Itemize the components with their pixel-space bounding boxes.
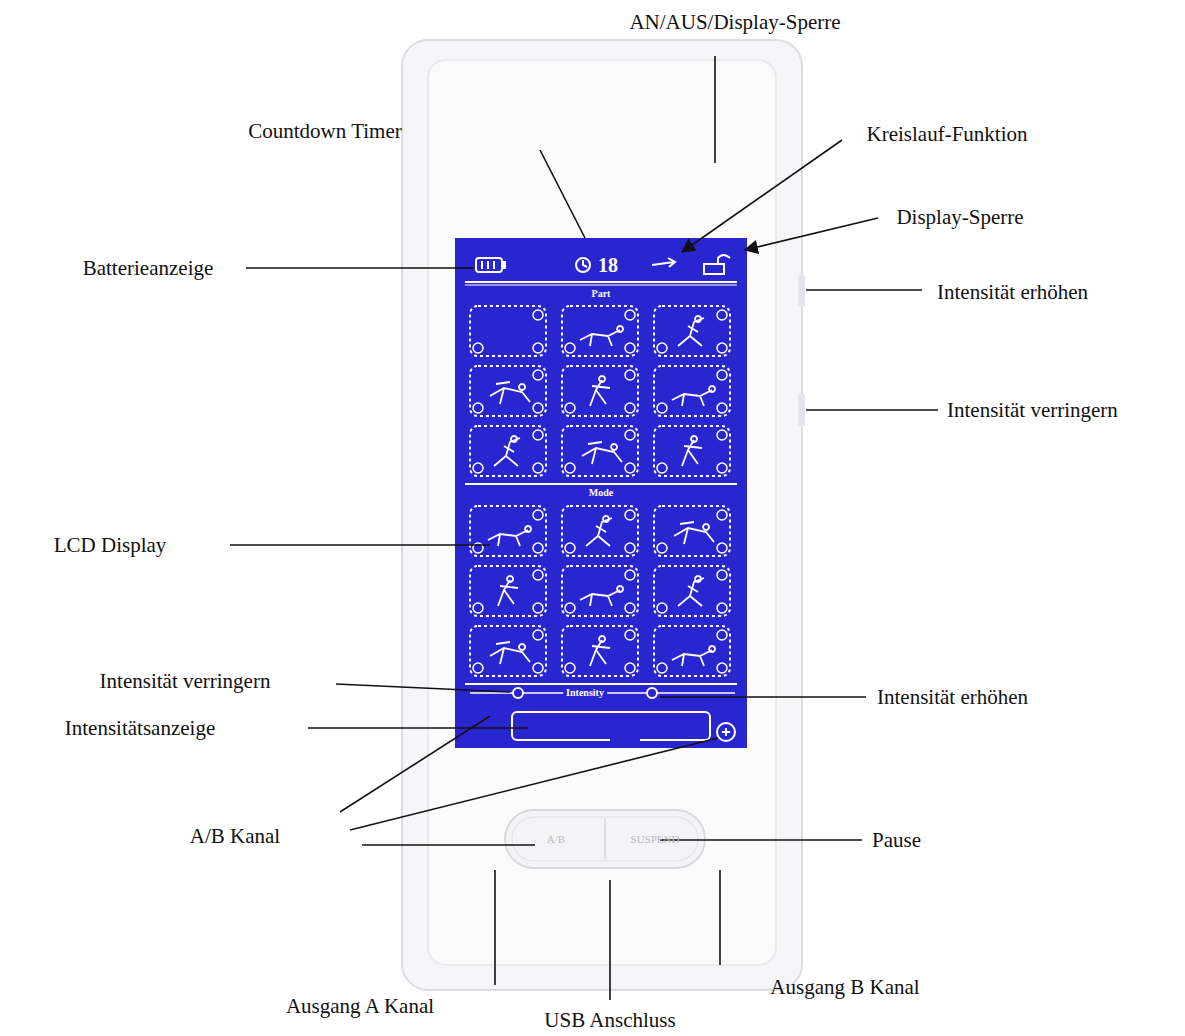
lock-callout: Display-Sperre — [894, 205, 1025, 229]
button-text: SUSPEND — [629, 833, 682, 846]
button-callout: Intensität verringern — [945, 398, 1120, 422]
control-button — [505, 810, 705, 868]
screen-caption: Intensity — [563, 687, 607, 699]
output-callout: Ausgang B Kanal — [768, 975, 921, 999]
cycle-callout: Kreislauf-Funktion — [865, 122, 1030, 146]
pause-callout: Pause — [870, 828, 923, 852]
indicator-callout: Intensitätsanzeige — [63, 716, 217, 740]
side-button — [798, 394, 805, 426]
device-front — [428, 60, 776, 965]
button-text: A/B — [545, 833, 567, 846]
timer-callout: Countdown Timer — [246, 119, 403, 143]
channel-callout: A/B Kanal — [188, 824, 282, 848]
screen-heading: Mode — [587, 487, 615, 499]
power-lock-callout: AN/AUS/Display-Sperre — [627, 10, 842, 34]
screen-callout: LCD Display — [52, 533, 169, 557]
device-housing — [402, 40, 802, 990]
button-callout: Intensität erhöhen — [935, 280, 1090, 304]
lcd-screen — [455, 238, 747, 748]
timer-value: 18 — [596, 254, 620, 277]
button-callout: Intensität verringern — [98, 669, 273, 693]
usb-callout: USB Anschluss — [542, 1008, 677, 1032]
leader-lines — [230, 56, 938, 1000]
mode-tiles — [470, 306, 730, 676]
side-button — [798, 275, 805, 307]
screen-heading: Part — [590, 288, 613, 300]
output-callout: Ausgang A Kanal — [284, 994, 436, 1018]
screen-icons — [465, 255, 737, 741]
battery-callout: Batterieanzeige — [81, 256, 216, 280]
button-callout: Intensität erhöhen — [875, 685, 1030, 709]
